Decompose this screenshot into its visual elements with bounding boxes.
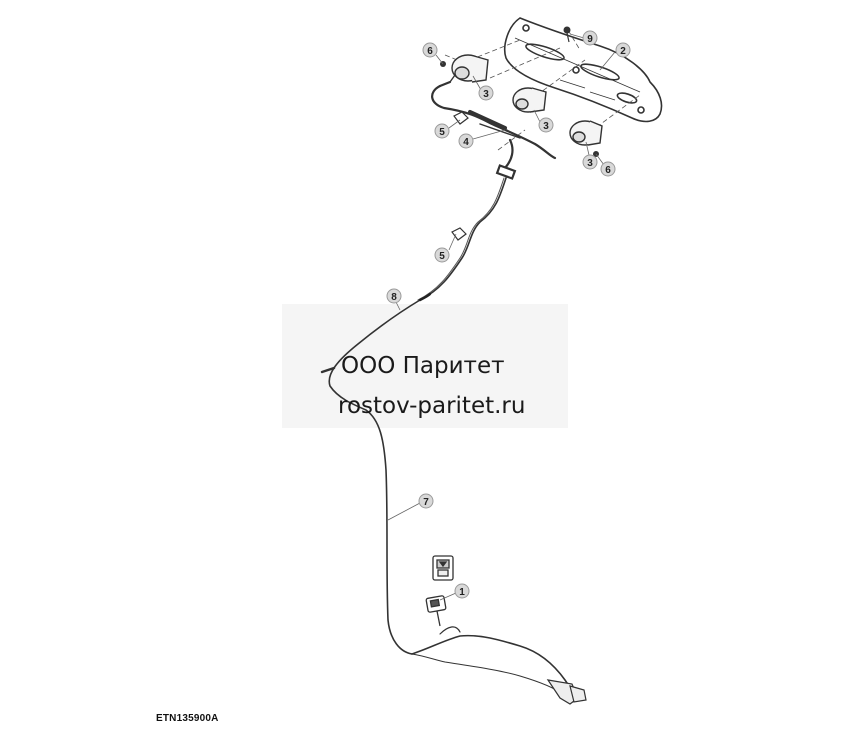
main-harness [320,177,587,705]
callout-7-label: 7 [423,497,429,508]
leader-lines [387,33,616,601]
callout-3-center-label: 3 [543,121,549,132]
callout-6-left-label: 6 [427,46,433,57]
callout-6-left: 6 [422,42,438,58]
callout-3-center: 3 [538,117,554,133]
callout-4-label: 4 [463,137,469,148]
callout-8-label: 8 [391,292,397,303]
callout-4: 4 [458,133,474,149]
clip-lower [451,227,467,241]
callout-2: 2 [615,42,631,58]
callout-8: 8 [386,288,402,304]
callout-3-left-label: 3 [483,89,489,100]
callout-3-right: 3 [582,154,598,170]
callout-9-label: 9 [587,34,593,45]
work-light-center [512,87,547,113]
light-switch [425,555,454,627]
callout-3-right-label: 3 [587,158,593,169]
watermark-url: rostov-paritet.ru [338,393,526,419]
watermark-background [282,304,568,428]
callout-7: 7 [418,493,434,509]
assembly-lines [444,29,641,151]
screw [563,26,571,43]
callout-5-upper-label: 5 [439,127,445,138]
callout-5-lower: 5 [434,247,450,263]
callout-1: 1 [454,583,470,599]
work-light-right [569,120,603,146]
figure-id: ETN135900A [156,713,219,724]
callout-9: 9 [582,30,598,46]
callout-6-right-label: 6 [605,165,611,176]
watermark-company: ООО Паритет [341,353,505,379]
callout-1-label: 1 [459,587,465,598]
callout-5-lower-label: 5 [439,251,445,262]
work-light-left [451,54,489,83]
callout-2-label: 2 [620,46,626,57]
callout-5-upper: 5 [434,123,450,139]
upper-harness [431,74,557,180]
callout-6-right: 6 [600,161,616,177]
callout-3-left: 3 [478,85,494,101]
